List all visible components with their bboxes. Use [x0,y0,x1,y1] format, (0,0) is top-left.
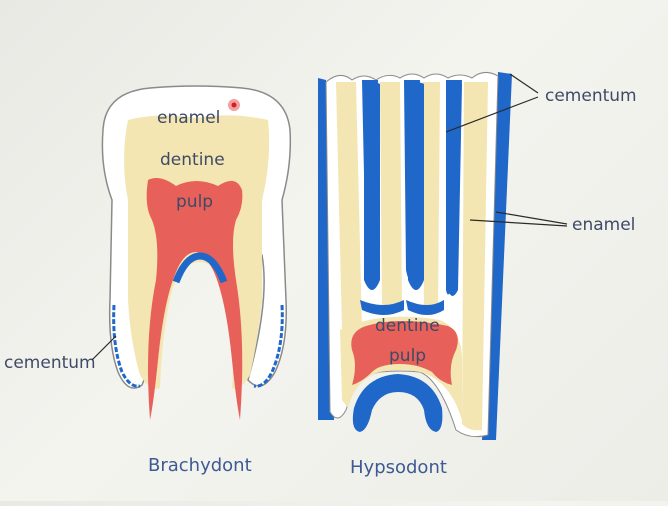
brachydont-root-cementum-inner [172,252,228,284]
brachydont-cementum-right [253,304,284,388]
hypsodont-dentine [336,82,362,331]
hypsodont-label-pulp: pulp [389,346,426,366]
hypsodont-root-cementum [352,374,443,432]
brachydont-label-dentine: dentine [160,150,225,170]
brachydont-label-enamel: enamel [157,108,220,128]
hypsodont-label-cementum: cementum [545,86,637,106]
brachydont-label-pulp: pulp [176,192,213,212]
hypsodont-enamel-leader-2 [469,219,568,227]
hypsodont-enamel-leader-1 [495,211,568,225]
hypsodont-pulp [351,321,458,385]
hypsodont-label-enamel: enamel [572,215,635,235]
brachydont-caption: Brachydont [148,455,252,476]
brachydont-label-cementum: cementum [4,353,96,373]
hypsodont-label-dentine: dentine [375,316,440,336]
hypsodont-tooth [318,72,512,440]
brachydont-cementum-leader [91,335,117,361]
hypsodont-cementum-leader-1 [509,73,539,94]
brachydont-tooth [101,85,292,420]
brachydont-cementum-left [112,304,141,388]
hypsodont-cementum-leader-2 [445,96,539,133]
brachydont-pulp [146,178,243,420]
hypsodont-caption: Hypsodont [350,457,447,478]
